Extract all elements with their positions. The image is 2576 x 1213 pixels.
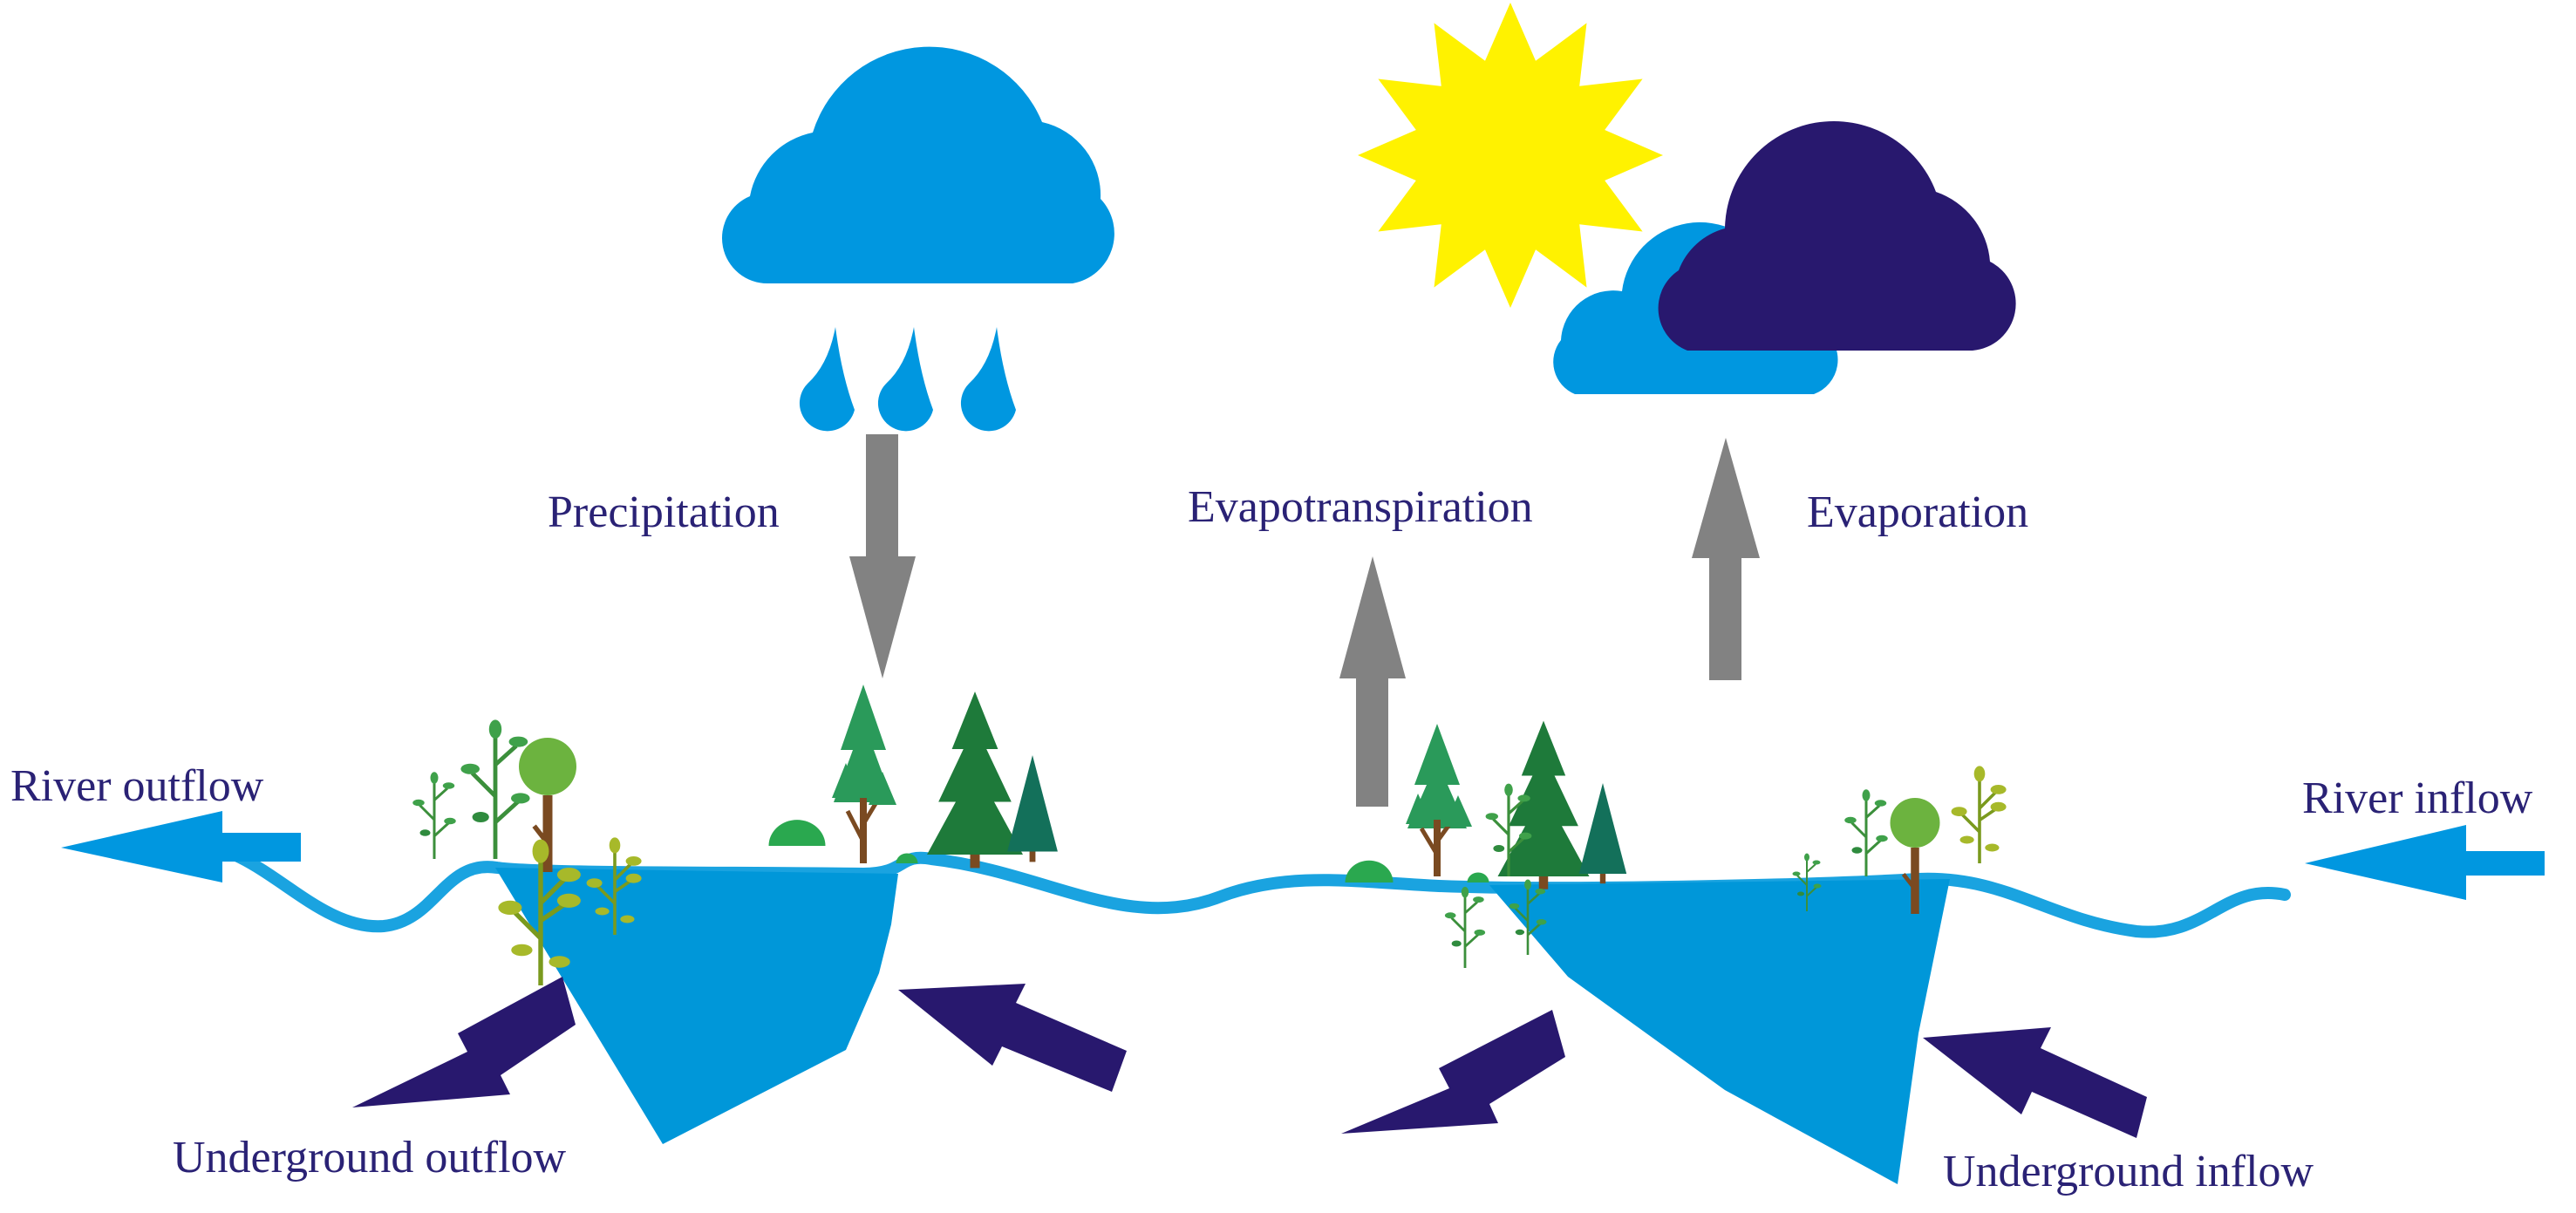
underground-inflow-arrow (1923, 1027, 2147, 1138)
right-lake (1489, 879, 1950, 1184)
river-inflow-label: River inflow (2302, 773, 2533, 823)
underground-outflow-arrow (352, 977, 576, 1107)
evapotranspiration-label: Evapotranspiration (1188, 482, 1533, 532)
underground-outflow-label: Underground outflow (173, 1133, 567, 1182)
raindrop-icon (799, 327, 1016, 432)
underground-outflow-arrow-right (1341, 1010, 1565, 1134)
river (184, 838, 2291, 938)
underground-inflow-arrow-left (898, 984, 1127, 1092)
river-outflow-label: River outflow (10, 761, 264, 811)
sun-icon (1358, 3, 1663, 308)
cloud-icon (1553, 120, 2016, 394)
tree-icon-right (1406, 720, 1627, 889)
tree-icon (832, 685, 1058, 869)
precipitation-arrow (849, 434, 916, 678)
rain-cloud-icon (722, 46, 1114, 283)
left-lake (495, 868, 898, 1144)
evapotranspiration-arrow (1339, 556, 1406, 807)
evaporation-label: Evaporation (1807, 487, 2029, 537)
underground-inflow-label: Underground inflow (1943, 1147, 2314, 1196)
river-inflow-arrow (2305, 825, 2545, 900)
river-outflow-arrow (61, 811, 301, 882)
shrub-icon (768, 820, 918, 863)
evaporation-arrow (1692, 438, 1760, 680)
precipitation-label: Precipitation (548, 487, 780, 537)
